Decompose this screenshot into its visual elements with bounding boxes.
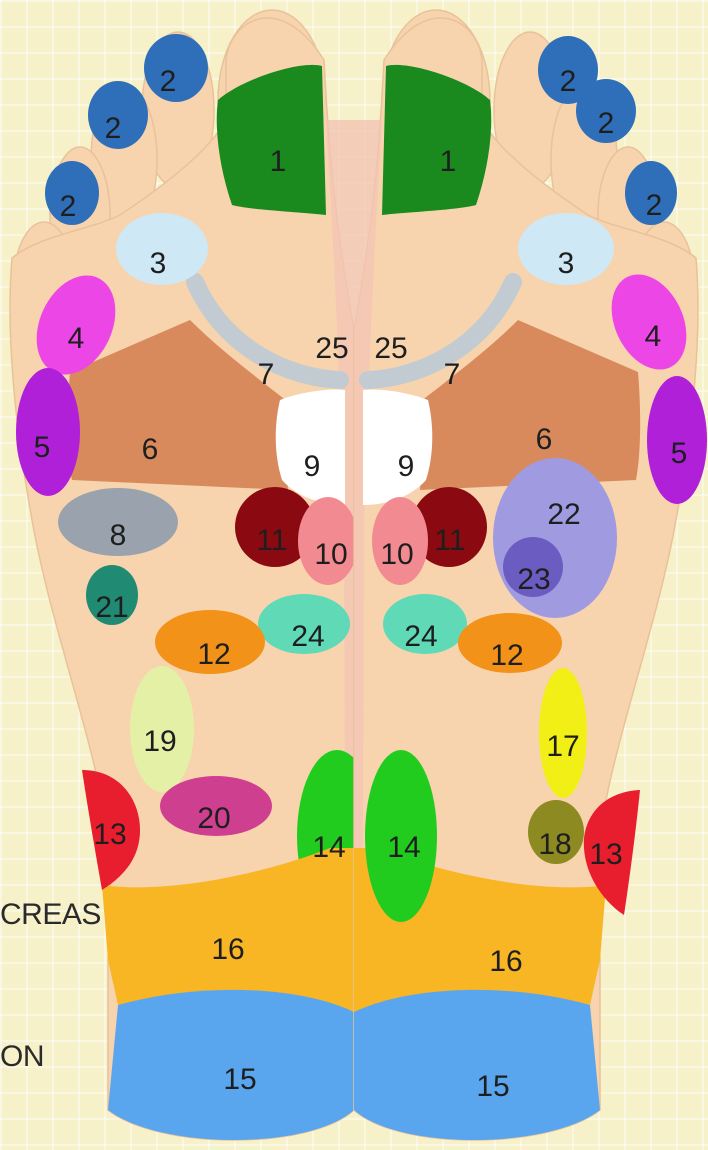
- zone-12-label: 12: [490, 639, 523, 672]
- zone-2-label: 2: [646, 189, 663, 222]
- zone-4-label: 4: [645, 320, 662, 353]
- zone-25-label: 25: [374, 332, 407, 365]
- zone-2-label: 2: [105, 112, 122, 145]
- zone-16-label: 16: [489, 945, 522, 978]
- zone-7-label: 7: [444, 358, 461, 391]
- zone-3-label: 3: [150, 247, 167, 280]
- zone-1-label: 1: [440, 145, 457, 178]
- zone-24-label: 24: [404, 620, 437, 653]
- zone-7-label: 7: [258, 358, 275, 391]
- zone-10-label: 10: [314, 538, 347, 571]
- zone-16-label: 16: [211, 933, 244, 966]
- zone-2-label: 2: [598, 107, 615, 140]
- zone-2-label: 2: [60, 190, 77, 223]
- zone-6-label: 6: [536, 423, 553, 456]
- zone-1-label: 1: [270, 145, 287, 178]
- zone-13-label: 13: [93, 818, 126, 851]
- zone-19-label: 19: [143, 725, 176, 758]
- zone-15-label: 15: [223, 1063, 256, 1096]
- left-foot: [10, 10, 377, 1140]
- zone-2-label: 2: [560, 65, 577, 98]
- zone-11-label: 11: [434, 524, 465, 557]
- zone-20-label: 20: [197, 802, 230, 835]
- zone-5-label: 5: [34, 431, 51, 464]
- zone-17-label: 17: [546, 730, 579, 763]
- zone-23-label: 23: [517, 563, 550, 596]
- zone-14-label: 14: [387, 831, 420, 864]
- zone-15: [354, 990, 600, 1140]
- zone-10-label: 10: [380, 538, 413, 571]
- zone-12-label: 12: [197, 638, 230, 671]
- zone-9-label: 9: [304, 450, 321, 483]
- zone-6-label: 6: [142, 433, 159, 466]
- zone-24-label: 24: [291, 620, 324, 653]
- zone-4-label: 4: [68, 322, 85, 355]
- zone-15-label: 15: [476, 1070, 509, 1103]
- zone-22-label: 22: [547, 498, 580, 531]
- zone-22: [493, 458, 617, 618]
- zone-21-label: 21: [95, 591, 128, 624]
- zone-2-label: 2: [160, 65, 177, 98]
- zone-3-label: 3: [558, 247, 575, 280]
- zone-11-label: 11: [256, 524, 287, 557]
- zone-25-label: 25: [315, 332, 348, 365]
- zone-9-label: 9: [398, 450, 415, 483]
- zone-13-label: 13: [589, 838, 622, 871]
- zone-5-label: 5: [671, 437, 688, 470]
- zone-8-label: 8: [110, 519, 127, 552]
- zone-18-label: 18: [538, 828, 571, 861]
- zone-14-label: 14: [312, 831, 345, 864]
